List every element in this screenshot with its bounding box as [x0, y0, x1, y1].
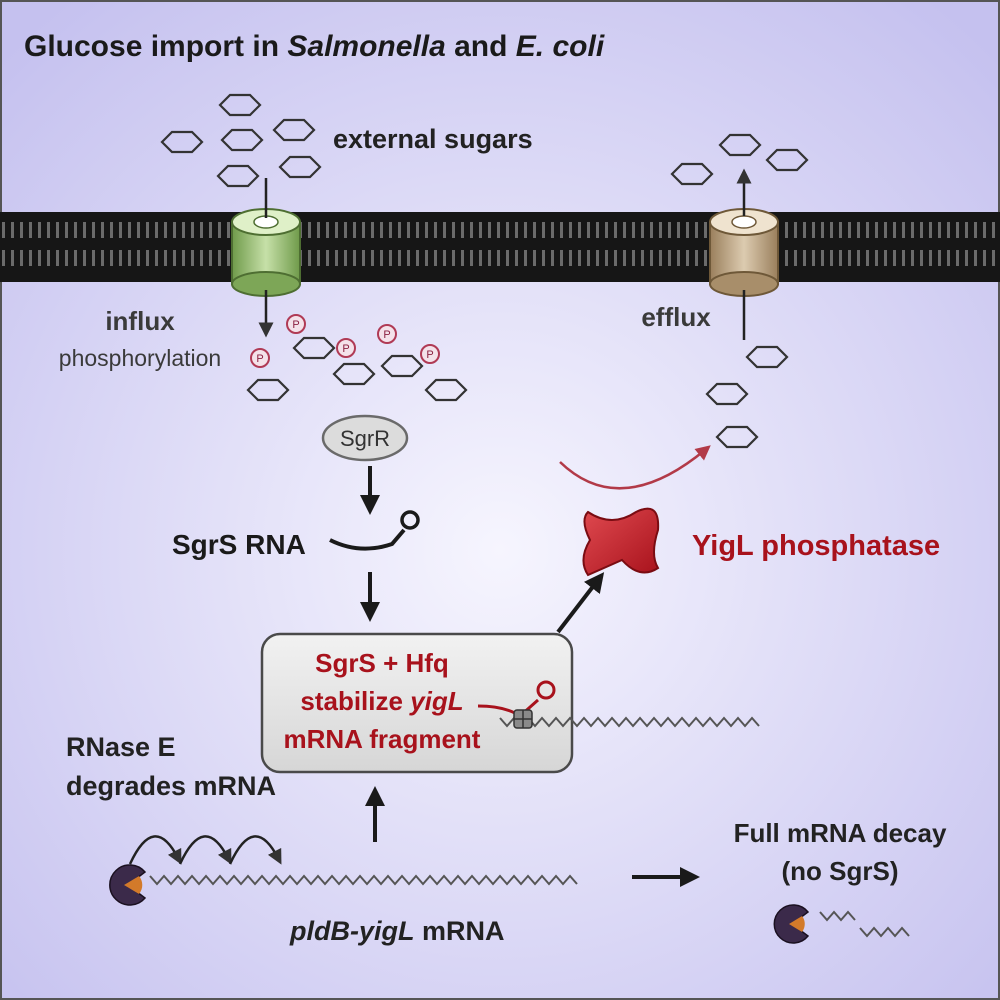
yigl-phosphatase-label: YigL phosphatase [692, 530, 940, 562]
box-line-2: stabilize yigL [300, 686, 463, 716]
full-decay-label-line-1: Full mRNA decay [734, 818, 947, 848]
pldb-yigl-mrna-strand [149, 874, 578, 886]
rnase-e-label-line-2: degrades mRNA [66, 771, 276, 801]
box-line-1: SgrS + Hfq [315, 648, 449, 678]
sgrr-protein [321, 414, 409, 462]
rnase-e-active-site [124, 876, 143, 894]
phosphorylation-label: phosphorylation [59, 345, 221, 371]
rnase-e-active-site-decay [789, 916, 805, 932]
external-sugars-label: external sugars [333, 124, 533, 154]
svg-text:P: P [342, 343, 349, 355]
influx-channel [231, 208, 301, 297]
svg-text:P: P [292, 319, 299, 331]
svg-text:P: P [256, 353, 263, 365]
sgrs-bound-hairpin [536, 680, 556, 700]
sgrs-rna-label: SgrS RNA [172, 529, 306, 560]
sgrs-hfq-complex-box [260, 632, 574, 774]
hfq-protein [513, 709, 533, 729]
phosphate-letters: P P P P P [256, 319, 433, 365]
diagram-title: Glucose import in Salmonella and E. coli [24, 30, 605, 63]
sgrr-label: SgrR [340, 426, 390, 451]
complex-to-yigl-arrow [556, 572, 605, 634]
sgrs-rna-hairpin [400, 510, 420, 530]
rnase-e-scanning-arcs [128, 835, 282, 865]
decayed-mrna-fragment-2 [859, 926, 910, 938]
pldb-yigl-mrna-label: pldB-yigL mRNA [289, 916, 505, 946]
dephosphorylation-arrow [559, 445, 711, 490]
efflux-channel [709, 208, 779, 297]
rnase-e-label-line-1: RNase E [66, 732, 176, 762]
efflux-label: efflux [641, 302, 711, 332]
yigl-mrna-fragment [499, 716, 760, 728]
influx-label: influx [105, 306, 175, 336]
full-decay-label-line-2: (no SgrS) [782, 856, 899, 886]
decayed-mrna-fragment-1 [819, 910, 856, 922]
cell-membrane [0, 212, 1000, 282]
svg-text:P: P [383, 329, 390, 341]
sgrs-rna-strand [329, 528, 406, 551]
svg-text:P: P [426, 349, 433, 361]
box-line-3: mRNA fragment [284, 724, 481, 754]
yigl-phosphatase-protein [582, 507, 660, 577]
